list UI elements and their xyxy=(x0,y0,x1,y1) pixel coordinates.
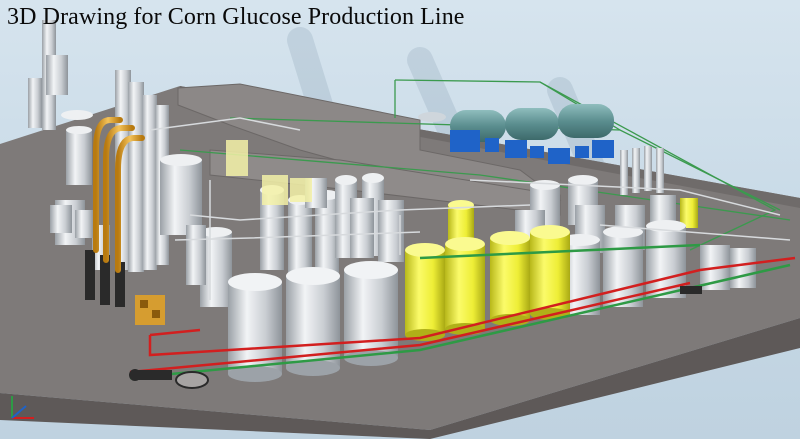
storage-tanks-front xyxy=(228,261,398,382)
orange-piping xyxy=(93,117,145,283)
floor-pumps xyxy=(129,286,702,389)
main-pipeline-green xyxy=(129,243,791,380)
blue-pumps xyxy=(450,130,614,164)
axis-triad-icon xyxy=(11,396,34,419)
process-piping xyxy=(149,117,791,300)
yellow-tanks-large xyxy=(405,225,570,341)
small-vessels-left xyxy=(50,110,93,238)
main-pipeline-red xyxy=(129,256,796,374)
page-title: 3D Drawing for Corn Glucose Production L… xyxy=(7,4,465,30)
